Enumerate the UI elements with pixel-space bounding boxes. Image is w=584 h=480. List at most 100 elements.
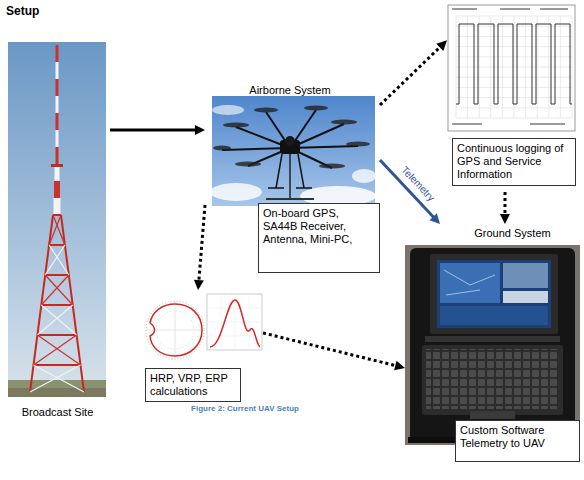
drone-photo: [296, 187, 312, 189]
data-arrow: [263, 333, 405, 370]
drone-photo: [331, 120, 357, 125]
arrow-head: [194, 280, 204, 290]
description-box: Custom Software Telemetry to UAV: [455, 420, 580, 462]
arrow-head: [195, 125, 205, 135]
spectrum-plot: [448, 5, 575, 131]
box-text: HRP, VRP, ERP calculations: [150, 372, 228, 397]
tower-picture: [56, 96, 59, 113]
laptop-photo: [437, 260, 551, 328]
tower-picture: [51, 164, 63, 167]
tower-picture: [54, 198, 61, 215]
tower-picture: [45, 275, 72, 305]
tower-picture: [34, 365, 85, 392]
tower-picture: [34, 364, 81, 366]
calculation-output: HRP, VRP, ERP calculations: [145, 290, 263, 406]
tower-picture: [34, 335, 77, 365]
pattern-plot: [207, 294, 262, 350]
pattern-plot: [210, 300, 260, 347]
description-box: On-board GPS, SA44B Receiver, Antenna, M…: [258, 203, 380, 273]
data-arrow: [500, 192, 510, 224]
tower-picture: [41, 305, 76, 335]
polar-plot: [175, 301, 176, 359]
telemetry-arrow: [380, 160, 440, 224]
heading-text: Airborne System: [249, 84, 330, 96]
tower-picture: [56, 147, 59, 164]
description-box: Continuous logging of GPS and Service In…: [452, 138, 576, 186]
logging-output: Continuous logging of GPS and Service In…: [447, 5, 578, 192]
signal-arrow-line: [110, 129, 196, 132]
drone-photo: [210, 183, 262, 201]
arrow-head: [436, 40, 447, 51]
drone-photo: [352, 169, 376, 183]
arrow-head: [500, 214, 510, 224]
drone-photo: [276, 154, 282, 188]
drone-photo: [304, 106, 328, 111]
laptop-photo: [430, 254, 558, 334]
figure-caption: Figure 2: Current UAV Setup: [150, 404, 340, 413]
drone-photo: [223, 123, 249, 128]
drone-photo: [266, 198, 314, 200]
tower-picture: [8, 388, 106, 397]
polar-plot: [150, 304, 202, 356]
drone-photo: [222, 148, 290, 150]
pattern-plot: [207, 294, 262, 350]
drone-photo: [254, 108, 278, 113]
tower-picture: [37, 305, 72, 335]
tower-picture: [41, 304, 72, 306]
laptop-photo: [444, 270, 495, 295]
airborne-system: Airborne SystemOn-board GPS, SA44B Recei…: [205, 84, 380, 280]
spectrum-plot: [452, 8, 477, 10]
box-text: On-board GPS, SA44B Receiver, Antenna, M…: [263, 207, 352, 245]
laptop-photo: [503, 263, 548, 288]
system-heading: Ground System: [460, 227, 565, 240]
laptop-photo: [440, 306, 548, 325]
tower-picture: [45, 245, 65, 275]
spectrum-plot: [456, 24, 572, 104]
laptop-photo: [426, 349, 559, 409]
signal-arrow: [110, 125, 205, 135]
drone-photo: [213, 146, 231, 151]
tower-picture: [49, 245, 69, 275]
tower-picture: [56, 79, 59, 96]
tower-picture: [56, 45, 59, 62]
drone-photo: [285, 136, 295, 146]
spectrum-plot: [540, 8, 568, 10]
data-arrow-line: [263, 333, 396, 366]
polar-plot: [146, 301, 204, 359]
arrow-head: [430, 213, 440, 224]
spectrum-plot: [530, 123, 565, 125]
laptop-photo: [425, 336, 560, 342]
data-arrow: [380, 40, 447, 105]
spectrum-plot: [456, 16, 572, 118]
box-text: Custom Software Telemetry to UAV: [460, 424, 545, 449]
diagram-title: Setup: [6, 4, 39, 18]
laptop-photo: [470, 411, 515, 419]
data-arrow-line: [199, 205, 205, 281]
edge-label: Telemetry: [399, 165, 437, 205]
data-arrow-line: [380, 47, 441, 105]
drone-photo: [290, 146, 358, 148]
tower-picture: [49, 244, 65, 246]
tower-picture: [49, 215, 61, 245]
tower-picture: [56, 130, 59, 147]
laptop-photo: [422, 345, 563, 415]
tower-picture: [8, 42, 106, 397]
ground-system: Ground SystemCustom Software Telemetry t…: [405, 224, 580, 470]
drone-photo: [212, 105, 244, 115]
tower-picture: [8, 380, 106, 397]
system-heading: Airborne System: [215, 84, 365, 97]
drone-photo: [268, 187, 284, 189]
laptop-photo: [410, 248, 575, 443]
tower-picture: [8, 42, 106, 397]
spectrum-plot: [500, 8, 530, 10]
drone-photo: [210, 96, 376, 206]
tower-picture: [37, 334, 76, 336]
data-arrow-line: [503, 192, 506, 215]
drone-photo: [319, 164, 345, 169]
drone-photo: [298, 154, 304, 188]
laptop-photo: [503, 291, 548, 303]
spectrum-plot: [448, 5, 575, 131]
laptop-photo: [405, 245, 580, 445]
data-arrow: [194, 205, 205, 290]
